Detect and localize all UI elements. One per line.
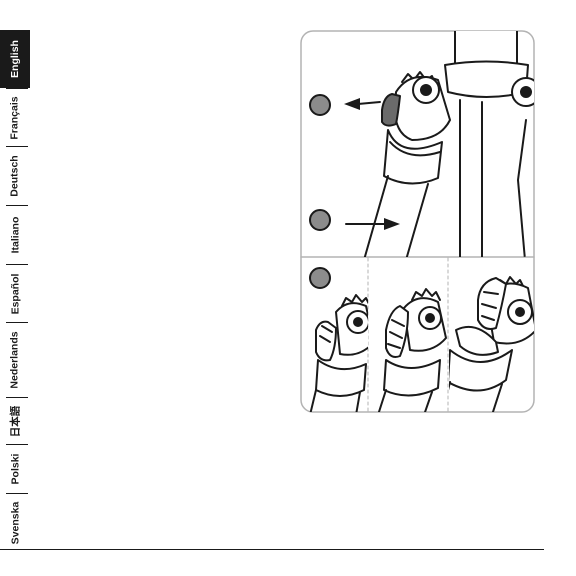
tab-espanol-label: Español xyxy=(9,273,21,314)
tab-espanol[interactable]: Español xyxy=(0,265,30,322)
tab-italiano-label: Italiano xyxy=(9,217,21,254)
bottom-panel-2 xyxy=(378,289,446,413)
tab-japanese[interactable]: 日本語 xyxy=(0,398,30,444)
tripod-leg-illustration xyxy=(300,30,535,413)
tab-svenska-label: Svenska xyxy=(9,502,21,545)
tripod-leg-drawing xyxy=(300,30,535,413)
center-column xyxy=(455,30,517,65)
tab-deutsch-label: Deutsch xyxy=(9,155,21,196)
tab-english-label: English xyxy=(9,40,21,78)
bottom-panel-3 xyxy=(442,277,535,413)
arrow-head xyxy=(344,98,360,110)
right-leg xyxy=(518,120,526,260)
tab-polski[interactable]: Polski xyxy=(0,445,30,493)
tab-deutsch[interactable]: Deutsch xyxy=(0,147,30,205)
top-panel xyxy=(310,30,535,260)
arrow-head xyxy=(384,218,400,230)
bottom-panel-1 xyxy=(310,268,374,413)
tab-francais[interactable]: Français xyxy=(0,89,30,146)
tab-japanese-label: 日本語 xyxy=(8,405,23,437)
tab-english[interactable]: English xyxy=(0,30,30,88)
tab-polski-label: Polski xyxy=(9,454,21,485)
tab-nederlands-label: Nederlands xyxy=(9,331,21,388)
step-marker-1 xyxy=(310,95,330,115)
bottom-rule xyxy=(0,549,544,550)
arrow-outward xyxy=(358,102,380,104)
tab-nederlands[interactable]: Nederlands xyxy=(0,323,30,397)
lock-lever xyxy=(382,94,400,126)
step-marker-2 xyxy=(310,210,330,230)
language-tabs: English Français Deutsch Italiano Españo… xyxy=(0,30,30,552)
step-marker-3 xyxy=(310,268,330,288)
tab-svenska[interactable]: Svenska xyxy=(0,494,30,552)
tab-francais-label: Français xyxy=(9,96,21,139)
leg-tube xyxy=(364,176,388,260)
tab-italiano[interactable]: Italiano xyxy=(0,206,30,264)
